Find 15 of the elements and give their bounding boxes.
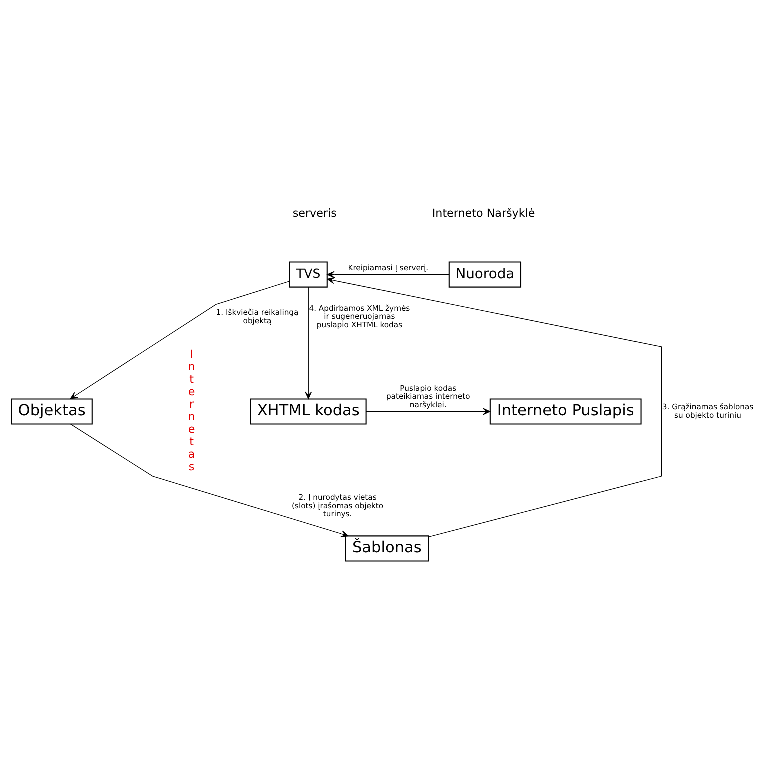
arrow bbox=[327, 271, 450, 278]
node-box: Objektas bbox=[11, 398, 93, 425]
node-box: Nuoroda bbox=[448, 262, 522, 288]
node-box: Interneto Puslapis bbox=[490, 398, 642, 425]
arrow bbox=[70, 424, 349, 538]
label: Internetas bbox=[188, 348, 196, 474]
arrow bbox=[70, 281, 290, 400]
node-box: Šablonas bbox=[345, 536, 430, 562]
node-box: TVS bbox=[289, 262, 328, 288]
label: Interneto Naršyklė bbox=[432, 206, 536, 220]
arrow bbox=[366, 408, 491, 416]
label: serveris bbox=[292, 206, 337, 220]
arrow bbox=[305, 287, 312, 400]
arrow bbox=[327, 277, 662, 538]
node-box: XHTML kodas bbox=[250, 398, 367, 425]
